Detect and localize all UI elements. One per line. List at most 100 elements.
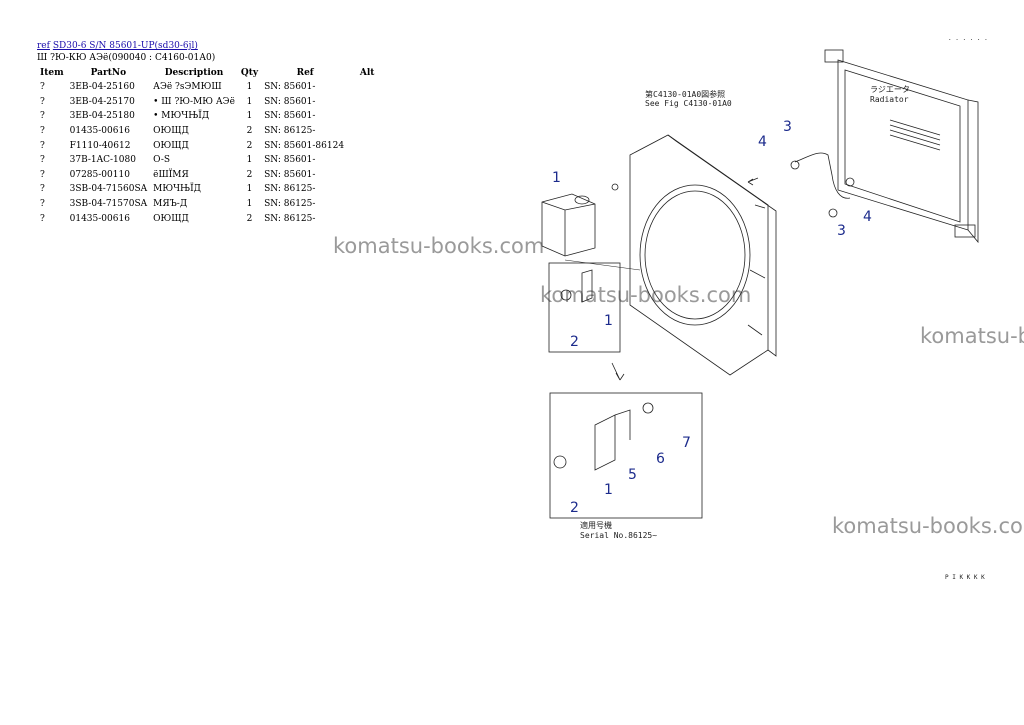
cell-part: 01435-00616	[69, 213, 130, 224]
watermark: komatsu-books.com	[832, 514, 1024, 538]
callout-5: 5	[628, 467, 637, 483]
cell-qty: 1	[246, 155, 253, 166]
detail-box-upper	[548, 262, 621, 353]
cell-alt	[349, 95, 385, 110]
overflow-hose-drawing	[747, 152, 855, 218]
cell-alt	[349, 168, 385, 183]
cell-part: 3SB-04-71560SA	[69, 184, 148, 195]
cell-desc: МЮЧЊЇД	[153, 184, 201, 195]
cell-part: F1110-40612	[69, 140, 131, 151]
reserve-tank-drawing	[541, 183, 619, 257]
serial-label: Serial No.86125~	[580, 531, 657, 540]
cell-desc: ОЮЩД	[153, 140, 189, 151]
cell-qty: 1	[246, 96, 253, 107]
cell-desc: АЭё ?sЭМЮШ	[153, 82, 222, 93]
cell-part: 3SB-04-71570SA	[69, 199, 148, 210]
callout-4: 4	[758, 134, 767, 150]
cell-ref: SN: 86125-	[264, 199, 316, 210]
cell-item: ?	[40, 111, 45, 122]
model-link[interactable]: SD30-6 S/N 85601-UP(sd30-6jl)	[52, 41, 198, 51]
cell-item: ?	[40, 184, 45, 195]
radiator-drawing	[824, 49, 979, 244]
cell-qty: 2	[246, 140, 253, 151]
parts-diagram: 1 1 2 3 3 4 4 1 2 5 6 7 第C4130-01A0図参照 S…	[541, 35, 988, 581]
corner-code: . . . . . .	[948, 35, 988, 42]
table-row: ? 3EB-04-25180 • МЮЧЊЇД 1 SN: 85601-	[37, 109, 385, 124]
parts-table: Item PartNo Description Qty Ref Alt ? 3EB…	[37, 66, 385, 226]
cell-part: 3EB-04-25170	[69, 96, 135, 107]
cell-desc: O-S	[153, 155, 171, 166]
cell-item: ?	[40, 213, 45, 224]
table-header-row: Item PartNo Description Qty Ref Alt	[37, 66, 385, 80]
col-description: Description	[164, 68, 224, 78]
page-subtitle: Ш ?Ю-КЮ АЭё(090040 : С4160-01А0)	[37, 53, 216, 63]
ref-link[interactable]: ref	[37, 41, 50, 51]
cell-desc: ОЮЩД	[153, 213, 189, 224]
cell-qty: 1	[246, 184, 253, 195]
cell-alt	[349, 124, 385, 139]
cell-desc: МЯЪ-Д	[153, 199, 188, 210]
cell-desc: ОЮЩД	[153, 126, 189, 137]
cell-alt	[349, 197, 385, 212]
drawing-code: P I K K K K	[945, 574, 985, 581]
callout-3: 3	[837, 223, 846, 239]
cell-ref: SN: 85601-	[264, 169, 316, 180]
callout-1: 1	[604, 482, 613, 498]
cell-item: ?	[40, 96, 45, 107]
cell-ref: SN: 86125-	[264, 213, 316, 224]
down-arrow-icon	[611, 362, 625, 381]
cell-item: ?	[40, 199, 45, 210]
cell-desc: • Ш ?Ю-МЮ АЭё	[153, 96, 235, 107]
cell-qty: 2	[246, 169, 253, 180]
cell-desc: ёШЇМЯ	[153, 169, 189, 180]
cell-ref: SN: 85601-	[264, 96, 316, 107]
callout-7: 7	[682, 435, 691, 451]
table-row: ? 3EB-04-25170 • Ш ?Ю-МЮ АЭё 1 SN: 85601-	[37, 95, 385, 110]
cell-part: 3EB-04-25180	[69, 111, 135, 122]
radiator-jp-label: ラジエータ	[870, 85, 910, 94]
table-row: ? 01435-00616 ОЮЩД 2 SN: 86125-	[37, 211, 385, 226]
table-row: ? 01435-00616 ОЮЩД 2 SN: 86125-	[37, 124, 385, 139]
callout-3: 3	[783, 119, 792, 135]
cell-alt	[349, 80, 385, 95]
cell-alt	[349, 138, 385, 153]
cell-item: ?	[40, 155, 45, 166]
serial-jp-label: 適用号機	[580, 520, 612, 530]
cell-qty: 1	[246, 82, 253, 93]
cell-item: ?	[40, 169, 45, 180]
col-alt: Alt	[359, 68, 375, 78]
document-header: ref SD30-6 S/N 85601-UP(sd30-6jl) Ш ?Ю-К…	[37, 40, 215, 64]
callout-1: 1	[604, 313, 613, 329]
table-row: ? 07285-00110 ёШЇМЯ 2 SN: 85601-	[37, 168, 385, 183]
cell-qty: 1	[246, 199, 253, 210]
cell-qty: 2	[246, 126, 253, 137]
callout-2: 2	[570, 500, 579, 516]
cell-part: 01435-00616	[69, 126, 130, 137]
col-ref: Ref	[296, 68, 314, 78]
table-row: ? 3SB-04-71570SA МЯЪ-Д 1 SN: 86125-	[37, 197, 385, 212]
cell-qty: 1	[246, 111, 253, 122]
cell-alt	[349, 182, 385, 197]
cell-alt	[349, 211, 385, 226]
watermark: komatsu-books.com	[920, 324, 1024, 348]
cell-ref: SN: 85601-	[264, 111, 316, 122]
cell-item: ?	[40, 82, 45, 93]
radiator-label: Radiator	[870, 95, 909, 104]
callout-2: 2	[570, 334, 579, 350]
cell-ref: SN: 86125-	[264, 126, 316, 137]
col-qty: Qty	[240, 68, 259, 78]
cell-ref: SN: 85601-86124	[264, 140, 345, 151]
cell-qty: 2	[246, 213, 253, 224]
col-item: Item	[40, 68, 64, 78]
cell-part: 07285-00110	[69, 169, 130, 180]
fan-shroud-drawing	[564, 134, 777, 376]
callout-1: 1	[552, 170, 561, 186]
col-partno: PartNo	[90, 68, 127, 78]
cell-part: 37B-1AC-1080	[69, 155, 136, 166]
cell-desc: • МЮЧЊЇД	[153, 111, 210, 122]
cell-ref: SN: 86125-	[264, 184, 316, 195]
cell-item: ?	[40, 126, 45, 137]
